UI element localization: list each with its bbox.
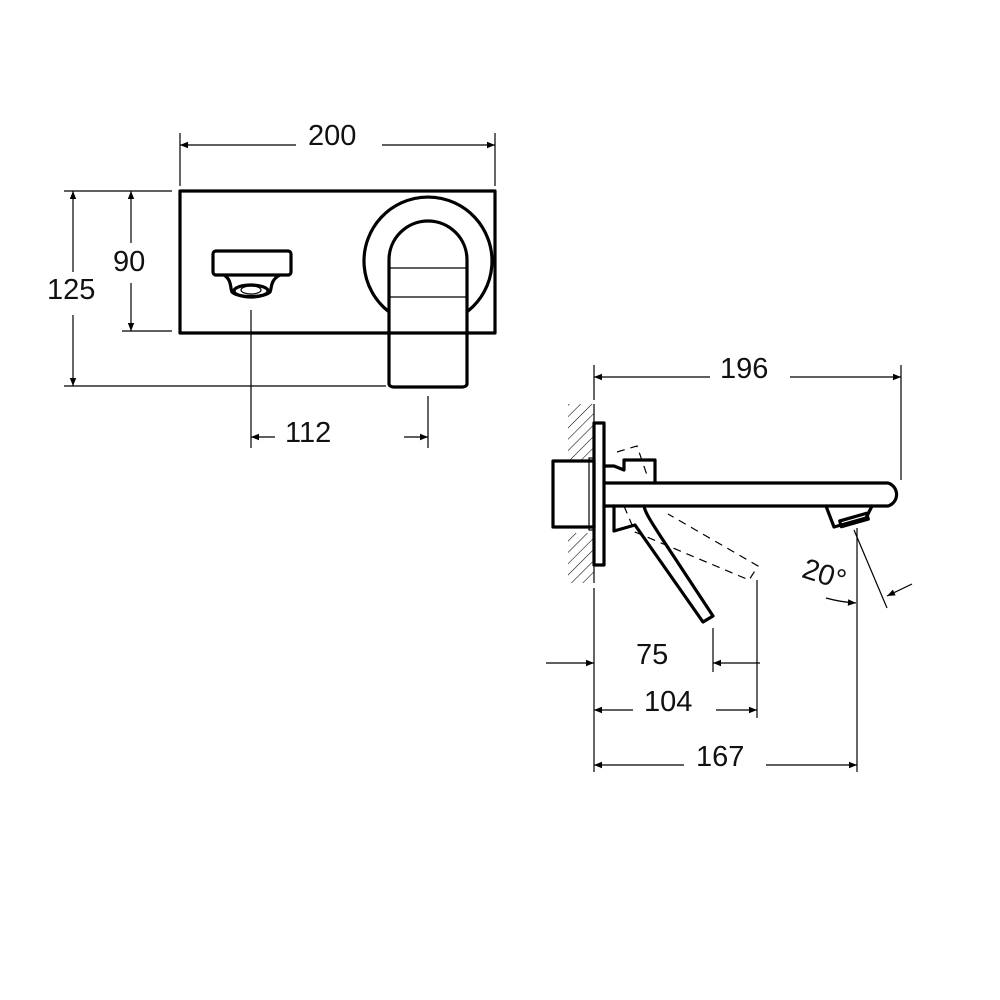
label-handle-projection: 75 [634,639,671,671]
handle-alt-position [616,445,759,581]
aerator [824,504,874,529]
concealed-body [551,459,596,529]
dimension-90 [122,190,172,332]
label-overall-height: 125 [45,274,98,306]
dimension-angle-20 [825,529,913,609]
mixer-handle [362,195,494,389]
handle-lever [612,504,715,624]
label-handle-tilted-projection: 104 [642,686,695,718]
wall-hatch-top [568,404,594,460]
side-plate [592,421,606,567]
front-view [64,133,497,448]
label-spout-handle-distance: 112 [283,417,334,449]
dimension-125 [64,190,386,387]
wall-hatch-bottom [568,533,594,583]
label-plate-height: 90 [111,246,148,278]
side-view [546,365,913,772]
wall-plate [178,189,497,335]
label-spout-projection: 196 [718,353,771,385]
label-outlet-projection: 167 [694,741,747,773]
label-plate-width: 200 [306,120,359,152]
dimension-112 [250,310,429,448]
dimension-200 [179,133,496,186]
spout-outlet [211,249,293,299]
handle-top [602,458,657,485]
dimension-196 [593,365,902,480]
spout [602,481,899,508]
